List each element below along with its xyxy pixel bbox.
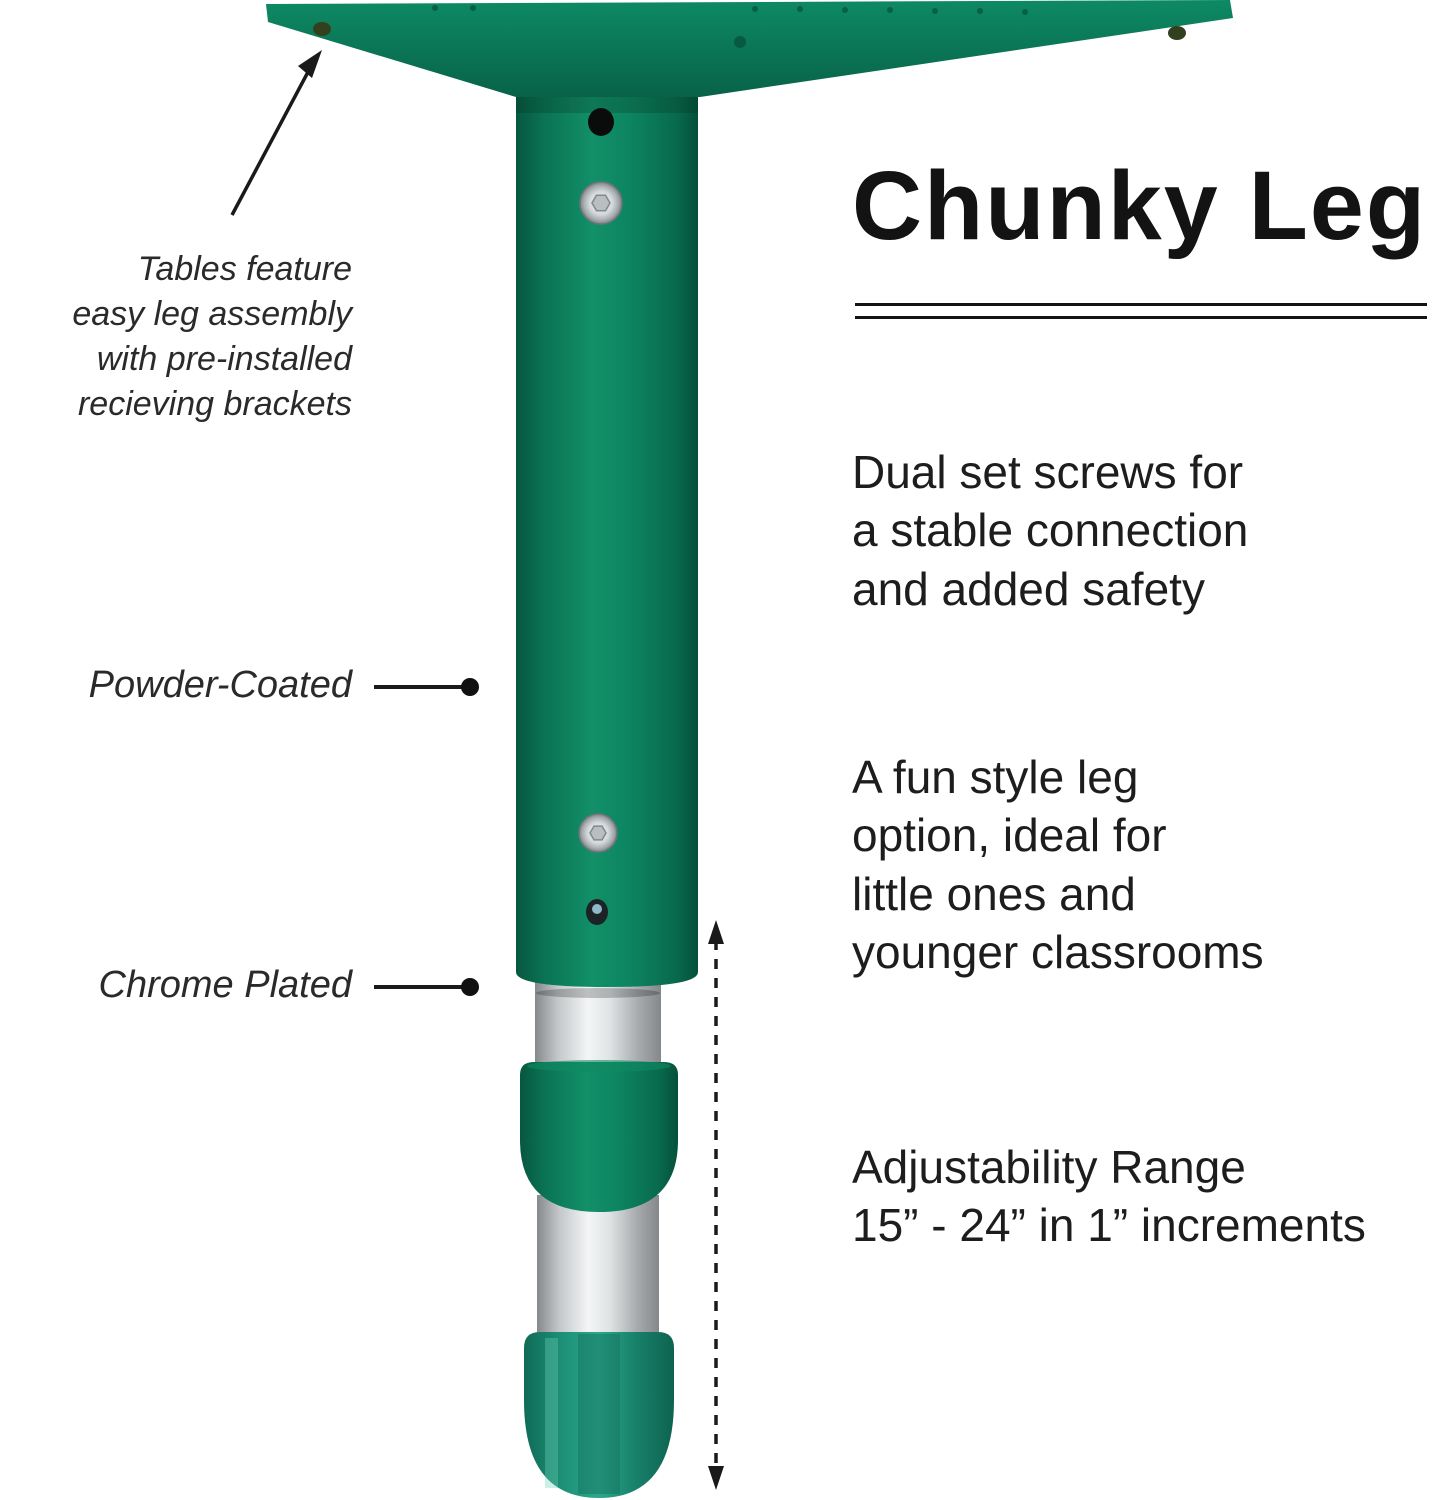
bracket-hole (588, 108, 614, 136)
powder-coated-pointer (374, 678, 479, 696)
page-title: Chunky Leg (852, 151, 1428, 260)
foot-cap (524, 1332, 674, 1498)
powder-coated-label: Powder-Coated (88, 664, 352, 706)
chrome-post-lower (537, 1195, 659, 1340)
leg-tube (516, 58, 698, 987)
assembly-note: Tables feature easy leg assembly with pr… (72, 250, 352, 423)
feature-fun-style: A fun style leg option, ideal for little… (852, 751, 1264, 979)
set-screw-top (579, 181, 623, 225)
green-collar (520, 1060, 678, 1212)
mounting-plate (266, 0, 1233, 97)
assembly-arrow (230, 50, 322, 216)
set-screw-bottom (578, 813, 618, 853)
feature-adjustability-range: Adjustability Range 15” - 24” in 1” incr… (852, 1141, 1366, 1252)
adjustment-hole (586, 899, 608, 925)
chrome-plated-label: Chrome Plated (98, 964, 352, 1006)
range-arrow (708, 920, 724, 1490)
chrome-plated-pointer (374, 978, 479, 996)
title-underline (855, 303, 1427, 319)
feature-dual-set-screws: Dual set screws for a stable connection … (852, 446, 1249, 615)
